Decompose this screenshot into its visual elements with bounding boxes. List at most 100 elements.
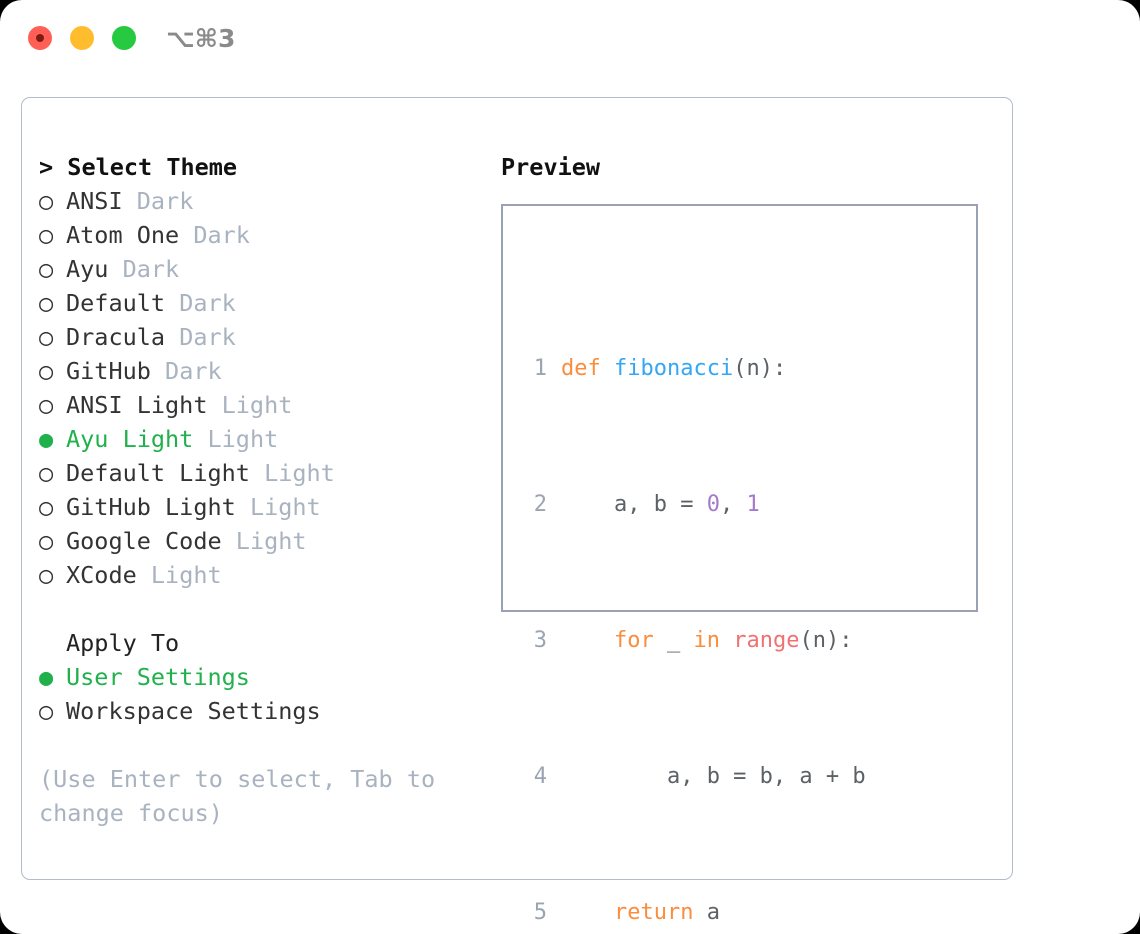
theme-option-label: Default	[66, 289, 166, 317]
theme-option-variant: Dark	[179, 289, 236, 317]
line-number: 4	[533, 764, 547, 789]
radio-marker-icon: ○	[39, 323, 54, 351]
theme-option-label: Ayu Light	[66, 425, 194, 453]
line-number: 2	[533, 492, 547, 517]
code-token	[561, 900, 614, 925]
code-token: ,	[719, 492, 747, 517]
theme-option-variant: Dark	[122, 255, 180, 283]
code-token	[720, 628, 733, 653]
content-panel: > Select Theme ○ ANSI Dark ○ Atom One Dark…	[21, 97, 1013, 925]
preview-heading: Preview	[501, 153, 601, 181]
theme-option-variant: Dark	[193, 221, 250, 249]
radio-marker-icon: ○	[39, 493, 54, 521]
code-token: def	[561, 356, 614, 381]
code-token: for	[613, 628, 654, 653]
line-number: 1	[533, 356, 547, 381]
maximize-button[interactable]	[112, 26, 136, 50]
radio-marker-selected-icon: ●	[39, 425, 54, 453]
window-controls	[28, 26, 136, 50]
close-button[interactable]	[28, 26, 52, 50]
radio-marker-icon: ○	[39, 187, 54, 215]
minimize-button[interactable]	[70, 26, 94, 50]
code-token: (n):	[799, 628, 853, 653]
theme-option-dracula-dark[interactable]: ○ Dracula Dark	[39, 320, 499, 354]
code-line: 3 for _ in range(n):	[522, 624, 892, 658]
theme-option-label: Ayu	[66, 255, 109, 283]
code-token: 0	[706, 492, 720, 517]
theme-option-variant: Light	[235, 527, 307, 555]
code-line: 4 a, b = b, a + b	[522, 760, 892, 794]
apply-to-option-user-settings[interactable]: ● User Settings	[39, 660, 499, 694]
theme-option-label: ANSI	[66, 187, 123, 215]
hint-spacer	[39, 728, 499, 762]
title-bar: ⌥⌘3	[0, 0, 1140, 78]
theme-option-variant: Light	[249, 493, 321, 521]
code-line: 2 a, b = 0, 1	[522, 488, 892, 522]
code-token: fibonacci	[613, 356, 734, 381]
theme-option-atom-one-dark[interactable]: ○ Atom One Dark	[39, 218, 499, 252]
theme-option-label: Default Light	[66, 459, 250, 487]
line-number: 5	[533, 900, 547, 925]
theme-option-ayu-light[interactable]: ● Ayu Light Light	[39, 422, 499, 456]
theme-option-variant: Light	[150, 561, 222, 589]
theme-option-github-dark[interactable]: ○ GitHub Dark	[39, 354, 499, 388]
theme-option-label: Google Code	[66, 527, 222, 555]
theme-option-xcode[interactable]: ○ XCode Light	[39, 558, 499, 592]
apply-to-option-list: ● User Settings ○ Workspace Settings	[39, 660, 499, 728]
theme-option-variant: Dark	[165, 357, 222, 385]
code-token: in	[693, 628, 720, 653]
theme-option-variant: Dark	[136, 187, 194, 215]
code-token: 1	[746, 492, 760, 517]
radio-marker-icon: ○	[39, 527, 54, 555]
theme-option-label: Dracula	[66, 323, 166, 351]
apply-to-heading: Apply To	[66, 629, 180, 657]
radio-marker-icon: ○	[39, 289, 54, 317]
code-token: a	[693, 900, 720, 925]
theme-option-label: XCode	[66, 561, 137, 589]
list-spacer	[39, 592, 499, 626]
theme-option-variant: Light	[207, 425, 279, 453]
code-token: _	[653, 628, 694, 653]
code-token	[561, 628, 614, 653]
theme-option-variant: Light	[264, 459, 335, 487]
theme-option-label: GitHub Light	[66, 493, 236, 521]
radio-marker-icon: ○	[39, 391, 54, 419]
code-line: 1 def fibonacci(n):	[522, 352, 892, 386]
code-token: (n):	[733, 356, 787, 381]
theme-option-default-dark[interactable]: ○ Default Dark	[39, 286, 499, 320]
theme-option-label: GitHub	[66, 357, 151, 385]
line-number: 3	[533, 628, 547, 653]
radio-marker-selected-icon: ●	[39, 663, 54, 691]
code-token: return	[613, 900, 694, 925]
apply-to-option-label: User Settings	[66, 663, 250, 691]
radio-marker-icon: ○	[39, 561, 54, 589]
code-token: a, b = b, a + b	[561, 764, 866, 789]
select-theme-heading: > Select Theme	[39, 153, 238, 181]
radio-marker-icon: ○	[39, 459, 54, 487]
theme-option-ansi-light[interactable]: ○ANSI Light Light	[39, 388, 499, 422]
apply-to-option-label: Workspace Settings	[66, 697, 321, 725]
radio-marker-icon: ○	[39, 357, 54, 385]
radio-marker-icon: ○	[39, 255, 54, 283]
radio-marker-icon: ○	[39, 221, 54, 249]
theme-option-ansi-dark[interactable]: ○ ANSI Dark	[39, 184, 499, 218]
theme-option-ayu-dark[interactable]: ○ Ayu Dark	[39, 252, 499, 286]
code-token: range	[733, 628, 800, 653]
theme-option-default-light[interactable]: ○ Default Light Light	[39, 456, 499, 490]
theme-picker-column: > Select Theme ○ ANSI Dark ○ Atom One Dark…	[39, 150, 499, 830]
theme-option-github-light[interactable]: ○ GitHub Light Light	[39, 490, 499, 524]
theme-option-list: ○ ANSI Dark ○ Atom One Dark ○ Ayu Dark ○ Def…	[39, 184, 499, 592]
radio-marker-icon: ○	[39, 697, 54, 725]
code-line: 5 return a	[522, 896, 892, 930]
theme-option-variant: Dark	[179, 323, 236, 351]
theme-option-variant: Light	[221, 391, 293, 419]
apply-to-option-workspace-settings[interactable]: ○ Workspace Settings	[39, 694, 499, 728]
keyboard-hint-text: (Use Enter to select, Tab to change focu…	[39, 765, 436, 827]
keyboard-shortcut-label: ⌥⌘3	[166, 24, 236, 53]
theme-option-google-code[interactable]: ○ Google Code Light	[39, 524, 499, 558]
theme-option-label: Atom One	[66, 221, 180, 249]
